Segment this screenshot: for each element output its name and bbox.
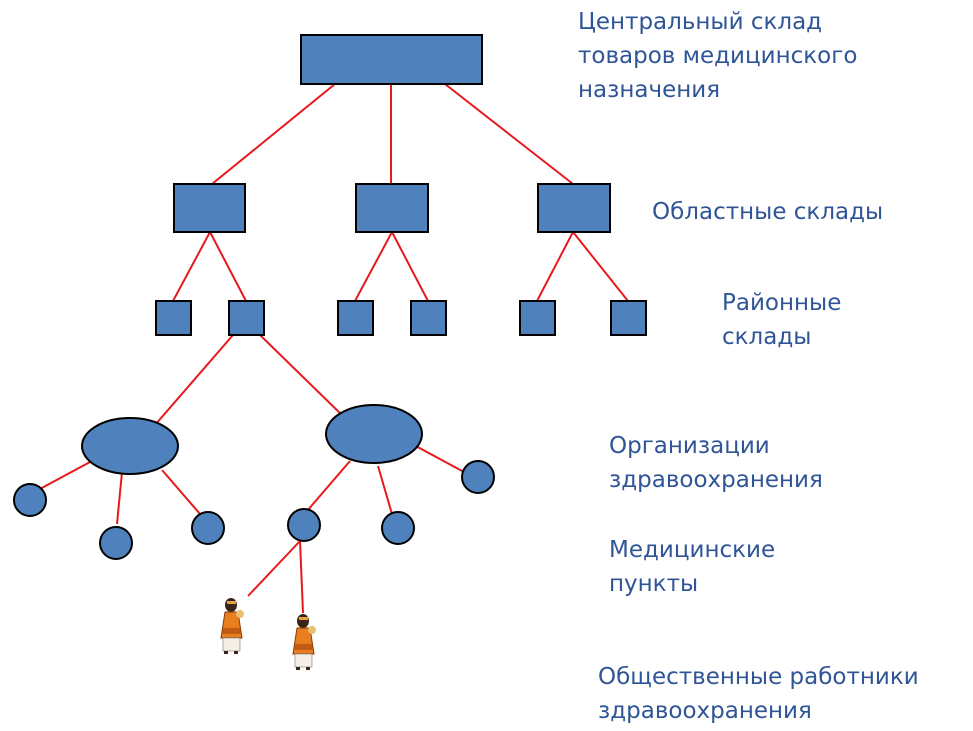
medical-post-node (287, 508, 321, 542)
medical-post-node (461, 460, 495, 494)
medical-posts-label: Медицинские пункты (609, 537, 776, 597)
district-warehouse-node (519, 300, 556, 336)
medical-post-node (99, 526, 133, 560)
regional-warehouse-node (355, 183, 429, 233)
regional-warehouse-node (173, 183, 246, 233)
medical-post-node (381, 511, 415, 545)
regional-warehouses-label: Областные склады (652, 199, 884, 225)
district-warehouse-node (610, 300, 647, 336)
health-organizations-label: Организации здравоохранения (609, 433, 823, 493)
medical-post-node (191, 511, 225, 545)
connector-lines (37, 83, 629, 614)
community-health-workers-label: Общественные работники здравоохранения (598, 664, 919, 724)
medical-post-node (13, 483, 47, 517)
community-health-worker-figure (292, 614, 316, 670)
health-organization-node (325, 404, 423, 464)
district-warehouse-node (155, 300, 192, 336)
central-warehouse-node (300, 34, 483, 85)
central-warehouse-label: Центральный склад товаров медицинского н… (578, 9, 858, 103)
health-organization-node (81, 417, 179, 475)
district-warehouses-label: Районные склады (722, 290, 842, 350)
district-warehouse-node (410, 300, 447, 336)
community-health-worker-figure (220, 598, 244, 654)
regional-warehouse-node (537, 183, 611, 233)
district-warehouse-node (337, 300, 374, 336)
district-warehouse-node (228, 300, 265, 336)
